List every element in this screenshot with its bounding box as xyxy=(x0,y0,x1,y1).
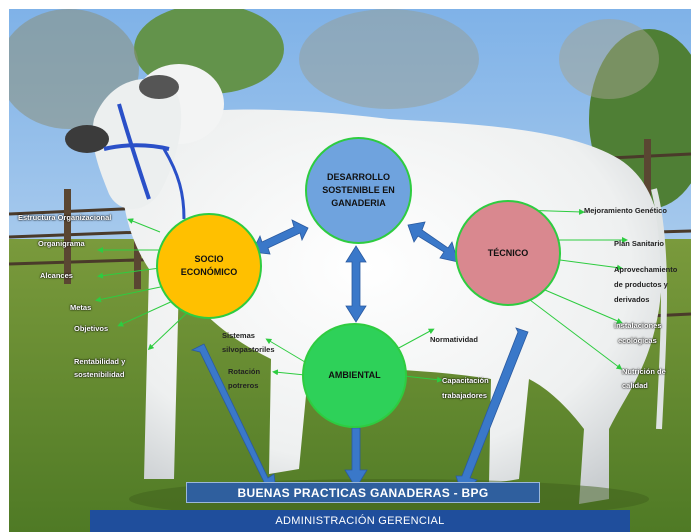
socio-item-organigrama: Organigrama xyxy=(38,238,85,249)
socio-item-metas: Metas xyxy=(70,302,91,313)
tecnico-circle: TÉCNICO xyxy=(455,200,561,306)
ambiental-item-capacitacion: Capacitación xyxy=(442,375,489,386)
ambiental-item-sistemas: Sistemas xyxy=(222,330,255,341)
tecnico-item-aprovechamiento: Aprovechamiento xyxy=(614,264,677,275)
tecnico-label: TÉCNICO xyxy=(488,247,529,260)
administracion-gerencial-banner: ADMINISTRACIÓN GERENCIAL xyxy=(90,510,630,532)
socio-line-1: SOCIO xyxy=(194,254,223,264)
ambiental-item-normatividad: Normatividad xyxy=(430,334,478,345)
center-line-3: GANADERIA xyxy=(331,198,386,208)
ambiental-item-trabajadores: trabajadores xyxy=(442,390,487,401)
tecnico-item-instalaciones: Instalaciones xyxy=(614,320,662,331)
socio-economico-circle: SOCIO ECONÓMICO xyxy=(156,213,262,319)
buenas-practicas-banner: BUENAS PRACTICAS GANADERAS - BPG xyxy=(186,482,540,503)
administracion-gerencial-label: ADMINISTRACIÓN GERENCIAL xyxy=(275,515,444,527)
socio-item-objetivos: Objetivos xyxy=(74,323,108,334)
socio-item-alcances: Alcances xyxy=(40,270,73,281)
socio-line-2: ECONÓMICO xyxy=(181,267,238,277)
center-line-1: DESARROLLO xyxy=(327,172,390,182)
tecnico-item-de-productos: de productos y xyxy=(614,279,668,290)
buenas-practicas-label: BUENAS PRACTICAS GANADERAS - BPG xyxy=(238,486,489,500)
ambiental-item-silvopastoriles: silvopastoriles xyxy=(222,344,275,355)
socio-economico-label: SOCIO ECONÓMICO xyxy=(174,253,244,279)
ambiental-item-rotacion: Rotación xyxy=(228,366,260,377)
desarrollo-sostenible-label: DESARROLLO SOSTENIBLE EN GANADERIA xyxy=(319,171,399,210)
tecnico-item-mejoramiento: Mejoramiento Genético xyxy=(584,205,667,216)
socio-item-sostenibilidad: sostenibilidad xyxy=(74,369,124,380)
tecnico-item-nutricion: Nutrición de xyxy=(622,366,666,377)
desarrollo-sostenible-circle: DESARROLLO SOSTENIBLE EN GANADERIA xyxy=(305,137,412,244)
socio-item-estructura: Estructura Organizacional xyxy=(18,212,111,223)
tecnico-item-calidad: calidad xyxy=(622,380,648,391)
ambiental-circle: AMBIENTAL xyxy=(302,323,407,428)
tecnico-item-ecologicas: ecológicas xyxy=(618,335,657,346)
tecnico-item-plan-sanitario: Plan Sanitario xyxy=(614,238,664,249)
center-line-2: SOSTENIBLE EN xyxy=(322,185,395,195)
ambiental-label: AMBIENTAL xyxy=(328,369,380,382)
tecnico-item-derivados: derivados xyxy=(614,294,649,305)
ambiental-item-potreros: potreros xyxy=(228,380,258,391)
socio-item-rentabilidad: Rentabilidad y xyxy=(74,356,125,367)
